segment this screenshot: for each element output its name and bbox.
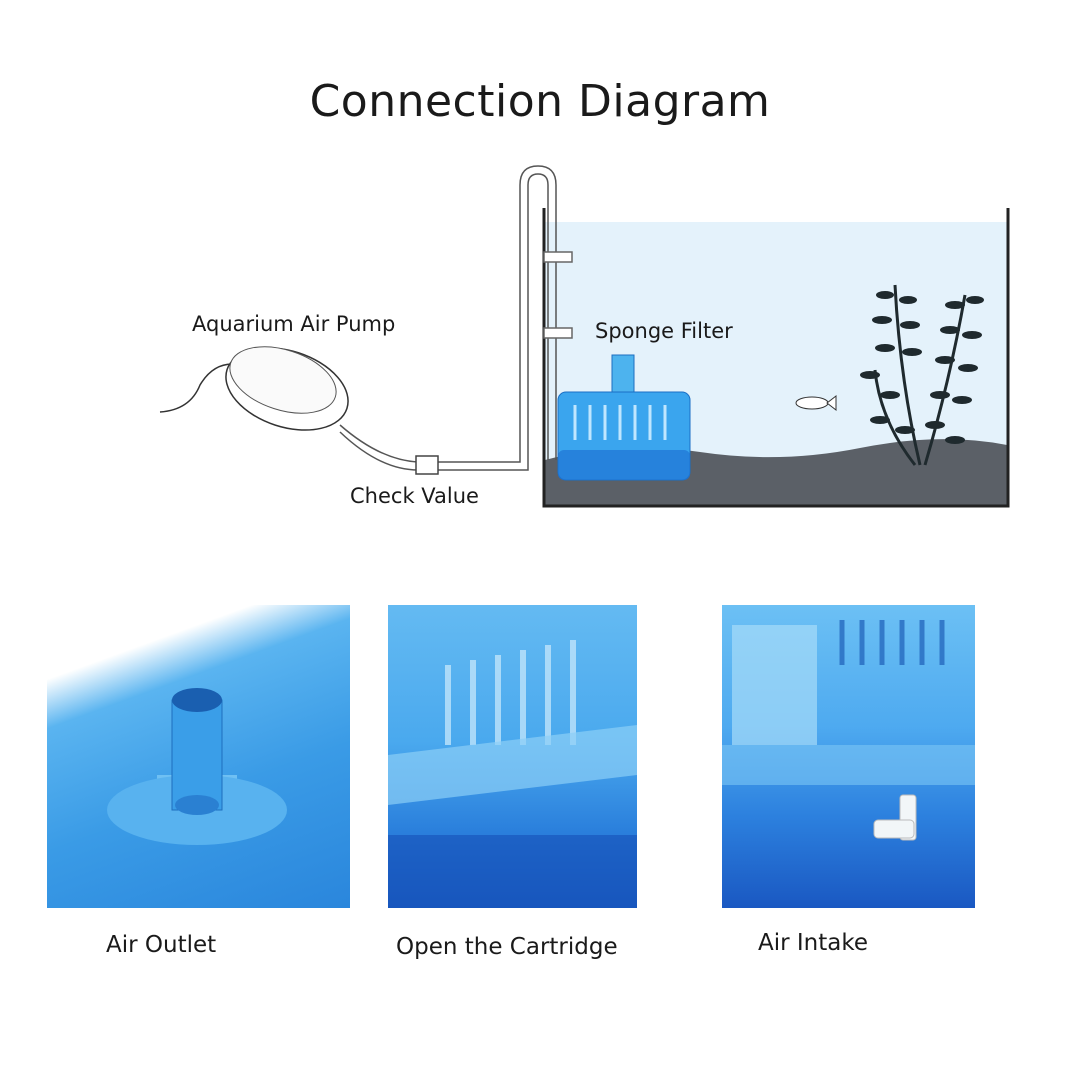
sponge-filter-label: Sponge Filter (595, 319, 733, 343)
air-tubing (339, 165, 573, 475)
air-intake-photo (722, 605, 975, 908)
check-valve-label: Check Value (350, 484, 479, 508)
air-pump-illustration (159, 346, 349, 431)
page-title: Connection Diagram (309, 76, 771, 127)
check-valve (415, 455, 439, 475)
open-cartridge-photo (388, 605, 637, 908)
connection-diagram (159, 165, 1010, 508)
air-pump-label: Aquarium Air Pump (192, 312, 396, 336)
fish-icon (795, 394, 837, 412)
photo-caption: Open the Cartridge (396, 934, 618, 960)
photo-caption: Air Outlet (106, 932, 217, 958)
sponge-filter-illustration (557, 354, 691, 481)
plant-icon (860, 284, 984, 466)
photo-caption: Air Intake (758, 930, 869, 956)
air-outlet-photo (47, 605, 350, 908)
